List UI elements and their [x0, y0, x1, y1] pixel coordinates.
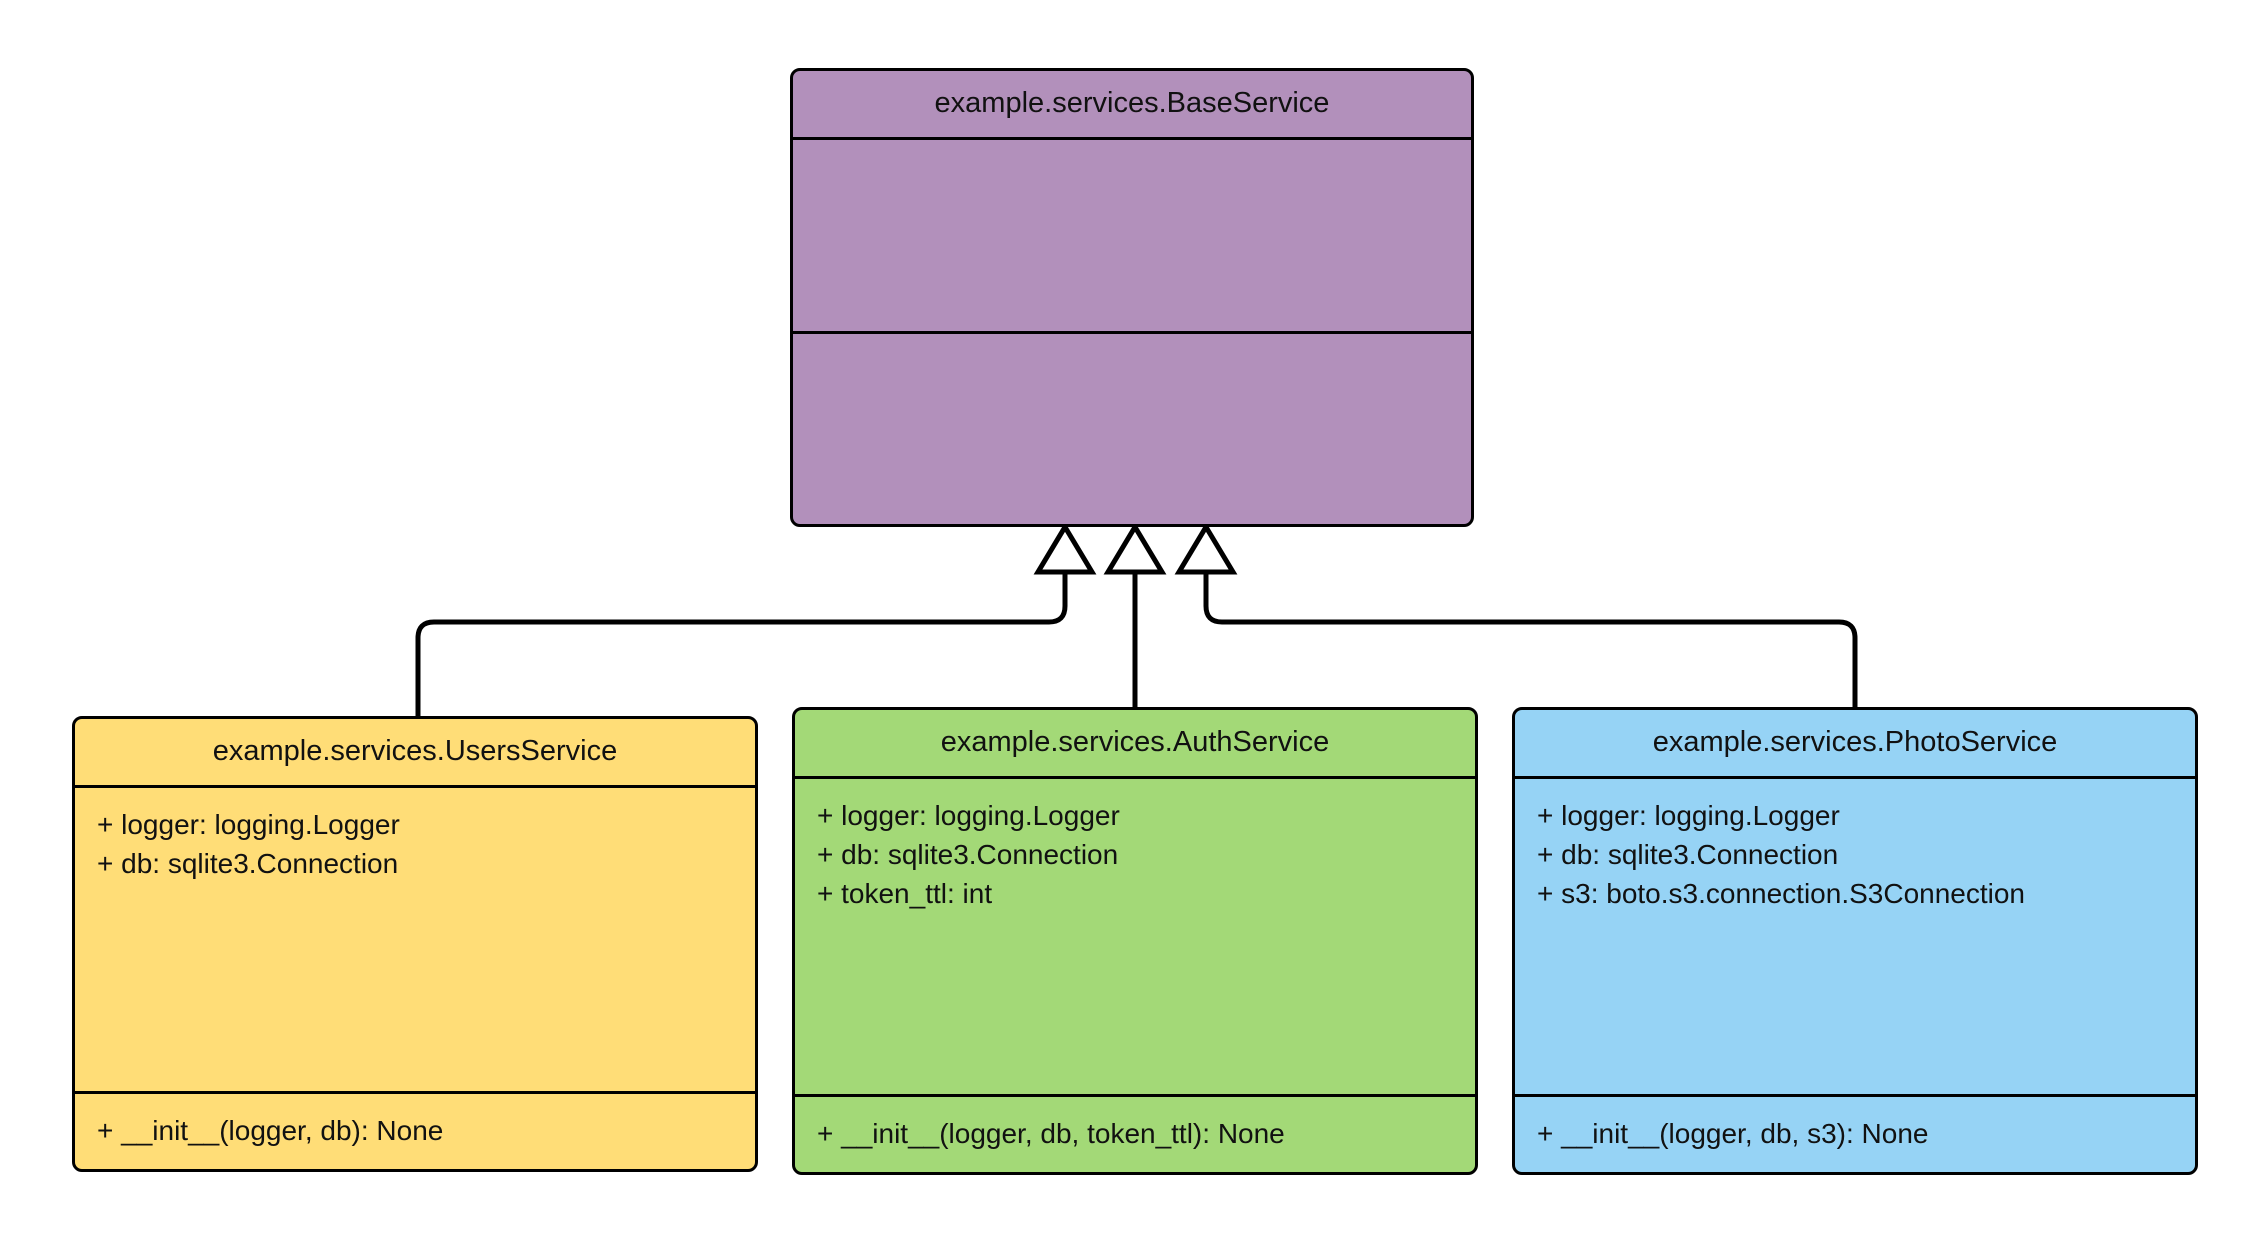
class-methods-photoservice: + __init__(logger, db, s3): None: [1515, 1097, 2195, 1172]
attribute-line: + db: sqlite3.Connection: [1537, 838, 1839, 870]
inheritance-arrowhead-users: [1033, 522, 1097, 575]
attribute-line: + logger: logging.Logger: [817, 800, 1120, 832]
attribute-line: + db: sqlite3.Connection: [817, 838, 1119, 870]
method-line: + __init__(logger, db, s3): None: [1537, 1118, 1929, 1150]
class-divider: [1515, 776, 2195, 780]
class-title-baseservice: example.services.BaseService: [934, 87, 1330, 119]
class-attributes-authservice: + logger: logging.Logger + db: sqlite3.C…: [795, 779, 1475, 1094]
attribute-line: + s3: boto.s3.connection.S3Connection: [1537, 877, 2026, 909]
class-box-photoservice[interactable]: example.services.PhotoService + logger: …: [1512, 707, 2198, 1175]
class-divider: [793, 331, 1471, 334]
class-methods-usersservice: + __init__(logger, db): None: [75, 1094, 755, 1169]
attribute-line: + db: sqlite3.Connection: [97, 847, 399, 879]
class-divider: [75, 785, 755, 789]
inheritance-arrowhead-photo: [1174, 522, 1238, 575]
attribute-line: + logger: logging.Logger: [1537, 800, 1840, 832]
class-divider: [75, 1091, 755, 1095]
edge-photo-to-base: [1203, 570, 1858, 707]
class-methods-baseservice: [793, 334, 1471, 524]
inheritance-arrowhead-auth: [1103, 522, 1167, 575]
class-divider: [795, 1094, 1475, 1098]
attribute-line: + token_ttl: int: [817, 877, 993, 909]
method-line: + __init__(logger, db, token_ttl): None: [817, 1118, 1285, 1150]
edge-users-to-base: [415, 570, 1068, 716]
class-title-authservice: example.services.AuthService: [940, 726, 1330, 758]
class-divider: [1515, 1094, 2195, 1098]
class-title-photoservice: example.services.PhotoService: [1652, 726, 2058, 758]
attribute-line: + logger: logging.Logger: [97, 809, 400, 841]
class-divider: [793, 137, 1471, 141]
class-title-usersservice: example.services.UsersService: [212, 735, 618, 767]
class-box-usersservice[interactable]: example.services.UsersService + logger: …: [72, 716, 758, 1172]
class-box-baseservice[interactable]: example.services.BaseService: [790, 68, 1474, 527]
class-attributes-photoservice: + logger: logging.Logger + db: sqlite3.C…: [1515, 779, 2195, 1094]
class-box-authservice[interactable]: example.services.AuthService + logger: l…: [792, 707, 1478, 1175]
class-attributes-usersservice: + logger: logging.Logger + db: sqlite3.C…: [75, 788, 755, 1091]
class-divider: [795, 776, 1475, 780]
class-attributes-baseservice: [793, 140, 1471, 331]
class-methods-authservice: + __init__(logger, db, token_ttl): None: [795, 1097, 1475, 1172]
method-line: + __init__(logger, db): None: [97, 1115, 444, 1147]
